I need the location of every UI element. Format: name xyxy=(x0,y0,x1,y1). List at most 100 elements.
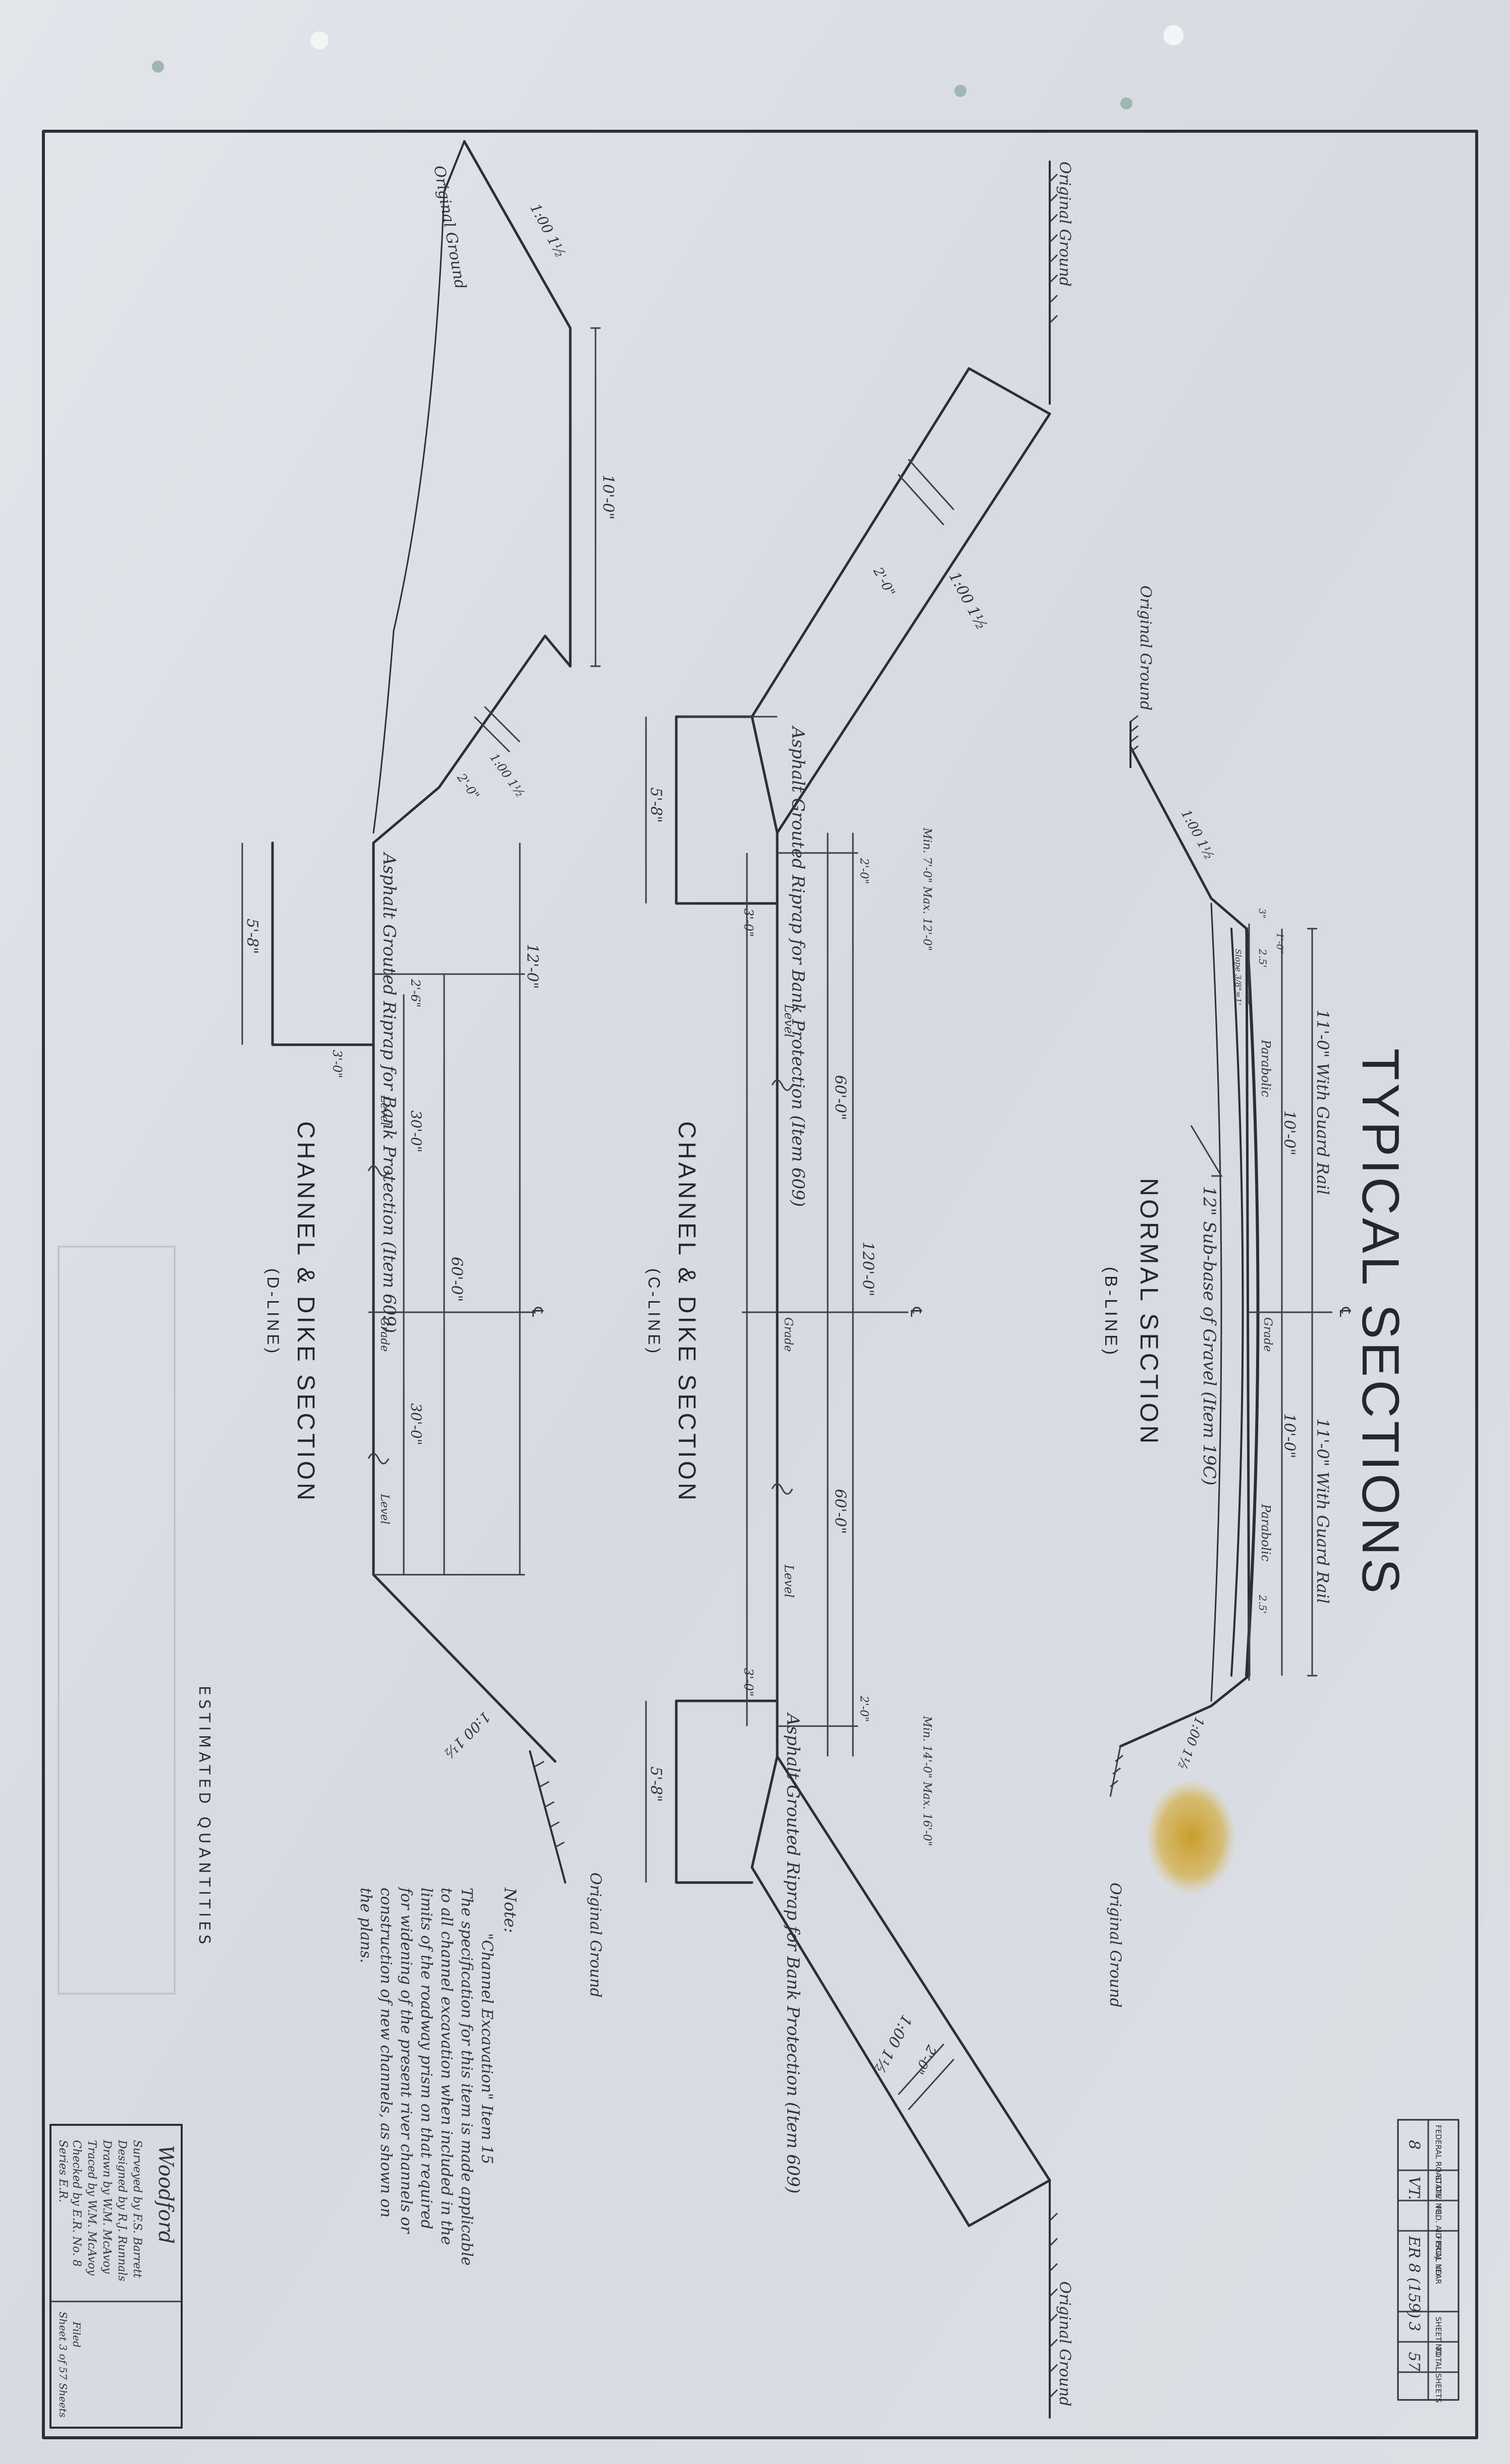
tb-header-year: FISCAL YEAR xyxy=(1434,2236,1443,2284)
note-line-5: construction of new channels, as shown o… xyxy=(377,1888,395,2218)
cc-d20-left: 2'-0" xyxy=(857,858,870,884)
credits-line-0: Surveyed by F.S. Barrett xyxy=(131,2140,143,2278)
note-line-6: the plans. xyxy=(357,1888,374,1963)
tb-header-sheet: SHEET NO. xyxy=(1434,2317,1443,2358)
tb-header-proj: FED. AID PROJ. NO. xyxy=(1434,2206,1443,2278)
tb-value-div: 8 xyxy=(1405,2140,1423,2150)
nb-dim-25-right: 2.5' xyxy=(1257,1594,1269,1614)
cd-half-left: 30'-0" xyxy=(408,1110,424,1152)
cd-dim-12: 12'-0" xyxy=(523,944,541,989)
nb-dim-25-left: 2.5' xyxy=(1257,948,1269,968)
cd-riprap: Asphalt Grouted Riprap for Bank Protecti… xyxy=(379,851,399,1333)
cd-d26: 2'-6" xyxy=(408,979,422,1007)
nb-one-ft: 1'-0" xyxy=(1274,933,1285,954)
note-line-4: for widening of the present river channe… xyxy=(397,1887,415,2234)
note-line-0: "Channel Excavation" Item 15 xyxy=(478,1933,496,2164)
cd-total: 60'-0" xyxy=(448,1257,465,1302)
pin-hole xyxy=(1163,25,1183,45)
tb-value-total: 57 xyxy=(1405,2352,1423,2372)
cc-level-right: Level xyxy=(782,1564,796,1598)
cc-subtitle: (C-LINE) xyxy=(645,1268,663,1356)
credits-sheet: Sheet 3 of 57 Sheets xyxy=(57,2312,69,2418)
nb-slope-shoulder: Slope 3/8"=1' xyxy=(1233,949,1243,1005)
nb-half-left: 10'-0" xyxy=(1280,1110,1298,1155)
drawing-title: TYPICAL SECTIONS xyxy=(1351,1048,1410,1596)
cc-half-left: 60'-0" xyxy=(831,1075,849,1120)
channel-c-section: Original Ground Original Ground 1:00 1½ … xyxy=(645,160,1073,2419)
credits-line-2: Drawn by W.M. McAvoy xyxy=(100,2139,113,2274)
cc-total: 120'-0" xyxy=(859,1242,877,1297)
nb-original-ground-left: Original Ground xyxy=(1137,585,1154,711)
tb-header-state: STATE xyxy=(1434,2175,1443,2198)
cc-toe-left: 5'-8" xyxy=(647,787,665,823)
cd-title: CHANNEL & DIKE SECTION xyxy=(292,1121,319,1503)
pin-hole xyxy=(310,31,329,49)
cc-original-ground-right: Original Ground xyxy=(1056,2281,1073,2406)
estimated-quantities-stamp: ESTIMATED QUANTITIES xyxy=(195,1686,213,1948)
credits-line-4: Checked by E.R. No. 8 xyxy=(70,2140,83,2267)
nb-three-in: 3" xyxy=(1257,908,1267,919)
tb-value-proj: ER 8 (159) xyxy=(1405,2235,1423,2318)
credits-line-3: Traced by W.M. McAvoy xyxy=(85,2140,98,2276)
note-heading: Note: xyxy=(501,1887,520,1933)
credits-filed: Filed xyxy=(71,2321,83,2347)
nb-subtitle: (B-LINE) xyxy=(1101,1267,1120,1358)
cc-level-left: Level xyxy=(782,1004,796,1038)
cd-half-right: 30'-0" xyxy=(408,1403,424,1445)
cd-level-right: Level xyxy=(378,1493,391,1524)
cd-centerline: ℄ xyxy=(528,1307,546,1317)
cc-title: CHANNEL & DIKE SECTION xyxy=(673,1121,700,1503)
note-line-3: limits of the roadway prism on that requ… xyxy=(417,1888,435,2229)
cd-toe-w: 3'-0" xyxy=(330,1050,344,1078)
note-line-2: to all channel excavation when included … xyxy=(438,1888,455,2245)
pin-hole xyxy=(1120,97,1132,110)
cd-level-left: Level xyxy=(378,1095,391,1126)
credits-line-1: Designed by R.J. Runnals xyxy=(116,2139,128,2281)
cc-riprap-right: Asphalt Grouted Riprap for Bank Protecti… xyxy=(783,1712,803,2193)
cc-min-left: Min. 7'-0" Max. 12'-0" xyxy=(921,827,933,951)
tb-value-sheet: 3 xyxy=(1405,2322,1423,2331)
nb-lane-right: 11'-0" With Guard Rail xyxy=(1313,1418,1332,1603)
nb-half-right: 10'-0" xyxy=(1280,1413,1298,1458)
nb-lane-left: 11'-0" With Guard Rail xyxy=(1313,1009,1332,1195)
title-block: FEDERAL ROAD DIV. NO. STATE FED. AID PRO… xyxy=(1397,2119,1460,2403)
pin-hole xyxy=(954,85,966,97)
cd-subtitle: (D-LINE) xyxy=(264,1268,282,1356)
cc-half-right: 60'-0" xyxy=(831,1489,849,1534)
cc-toe-right: 5'-8" xyxy=(647,1766,665,1802)
normal-section: Original Ground Original Ground 1:00 1½ … xyxy=(1101,585,1354,2008)
tb-header-total: TOTAL SHEETS xyxy=(1434,2346,1443,2403)
nb-grade: Grade xyxy=(1261,1317,1274,1352)
cc-centerline: ℄ xyxy=(907,1307,925,1317)
credits-block: Woodford Surveyed by F.S. Barrett Design… xyxy=(49,2124,183,2429)
cc-riprap-left: Asphalt Grouted Riprap for Bank Protecti… xyxy=(788,725,808,1207)
cc-min-right: Min. 14'-0" Max. 16'-0" xyxy=(921,1716,933,1846)
credits-town: Woodford xyxy=(154,2145,177,2244)
faint-box xyxy=(58,1246,176,1995)
nb-subbase: 12" Sub-base of Gravel (Item 19C) xyxy=(1199,1186,1219,1485)
nb-parabolic-left: Parabolic xyxy=(1259,1039,1273,1097)
cc-grade: Grade xyxy=(782,1317,794,1352)
cc-original-ground-left: Original Ground xyxy=(1056,162,1073,287)
nb-parabolic-right: Parabolic xyxy=(1259,1504,1273,1562)
credits-line-5: Series E.R. xyxy=(57,2140,69,2203)
note-line-1: The specification for this item is made … xyxy=(458,1888,475,2266)
cc-toe-w-right: 3'-0" xyxy=(741,1668,756,1696)
cc-d20-right: 2'-0" xyxy=(857,1695,870,1722)
tb-header-div: FEDERAL ROAD DIV. NO. xyxy=(1434,2125,1443,2217)
sheet-border xyxy=(42,130,1478,2439)
nb-original-ground-right: Original Ground xyxy=(1106,1883,1124,2008)
nb-title: NORMAL SECTION xyxy=(1135,1178,1163,1447)
nb-centerline: ℄ xyxy=(1336,1307,1354,1317)
cd-toe: 5'-8" xyxy=(243,919,261,954)
stain xyxy=(1146,1779,1236,1895)
tb-value-state: VT. xyxy=(1405,2176,1423,2200)
cd-original-ground-right: Original Ground xyxy=(586,1872,604,1998)
note-block: Note: "Channel Excavation" Item 15 The s… xyxy=(357,1887,520,2266)
cc-toe-w-left: 3'-0" xyxy=(741,908,756,937)
pin-hole xyxy=(152,61,164,73)
cd-dim-10: 10'-0" xyxy=(599,474,617,519)
